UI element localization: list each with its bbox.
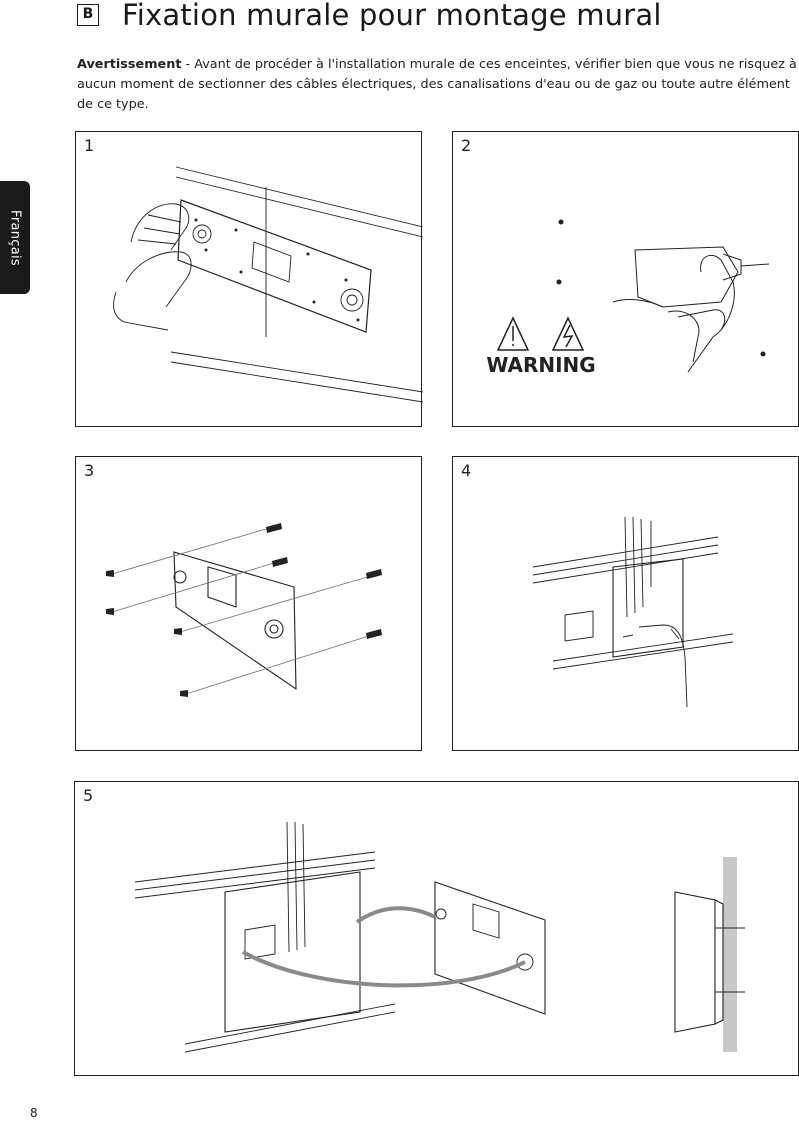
illustration-drill-holes: WARNING (486, 219, 770, 377)
illustration-mount-speaker (134, 821, 745, 1053)
arrow-icon (242, 950, 526, 988)
step-panel-3: 3 (75, 456, 422, 751)
step-panel-5: 5 (74, 781, 799, 1076)
page-number: 8 (30, 1106, 38, 1120)
warning-label: Avertissement (77, 57, 182, 72)
section-badge: B (77, 4, 99, 26)
wall-section (723, 857, 737, 1052)
warning-icon (496, 316, 585, 351)
arrow-icon (355, 906, 436, 924)
step-number-3: 3 (84, 461, 95, 480)
language-tab: Français (0, 181, 30, 294)
step-panel-4: 4 (452, 456, 799, 751)
warning-text: - Avant de procéder à l'installation mur… (77, 57, 797, 112)
illustration-cable-routing (532, 516, 734, 708)
language-tab-label: Français (7, 209, 23, 266)
step-number-4: 4 (461, 461, 472, 480)
step-number-5: 5 (83, 786, 94, 805)
step-number-1: 1 (84, 136, 95, 155)
step-number-2: 2 (461, 136, 472, 155)
warning-paragraph: Avertissement - Avant de procéder à l'in… (77, 55, 799, 115)
warning-sign-text: WARNING (486, 353, 595, 377)
illustration-screws-plugs (106, 523, 382, 697)
page-title: Fixation murale pour montage mural (122, 0, 662, 32)
illustration-hold-bracket (113, 166, 423, 403)
step-panel-2: 2 WARNING (452, 131, 799, 427)
step-panel-1: 1 (75, 131, 423, 427)
